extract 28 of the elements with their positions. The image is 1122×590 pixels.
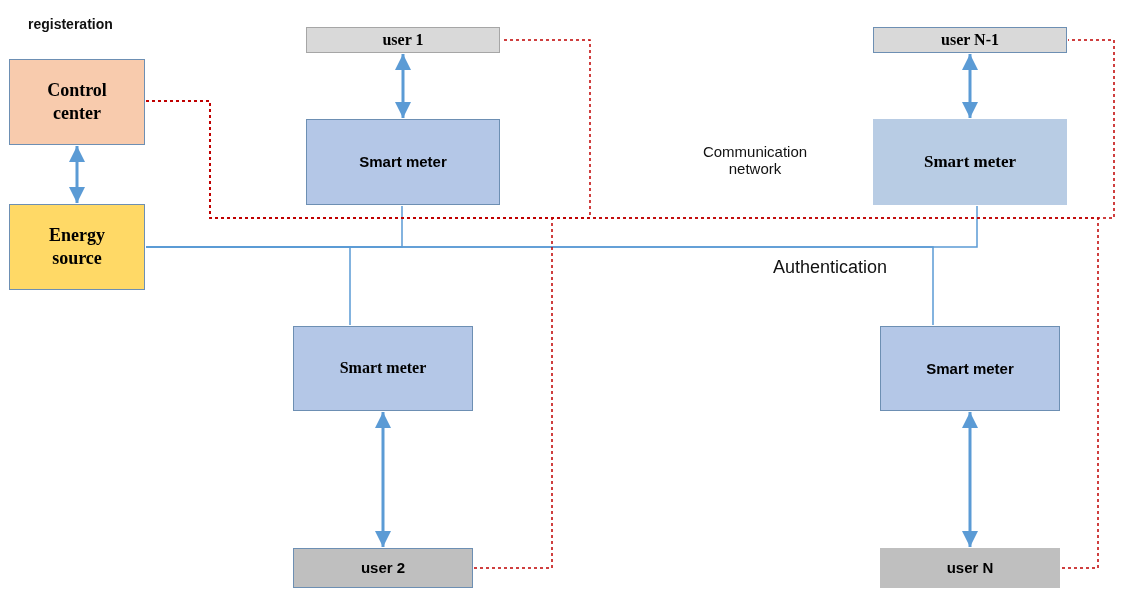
double-arrow [962, 412, 978, 547]
energy-source-box [9, 204, 145, 290]
double-arrow [962, 54, 978, 118]
annotation-text: Authentication [771, 257, 889, 278]
node-label: Smart meter [924, 150, 1016, 173]
smart-meter-box [873, 119, 1067, 205]
user-box [306, 27, 500, 53]
user-box [873, 27, 1067, 53]
heading-text: registeration [28, 16, 114, 32]
smart-meter-box [293, 326, 473, 411]
smart-meter-box [880, 326, 1060, 411]
node-label: user N [946, 558, 994, 578]
double-arrow [395, 54, 411, 118]
smart-meter-box [306, 119, 500, 205]
node-label: Smart meter [339, 358, 427, 379]
user-box [293, 548, 473, 588]
control-center-box [9, 59, 145, 145]
node-label: Energy source [48, 223, 106, 270]
node-label: user 2 [360, 558, 406, 578]
double-arrow [69, 146, 85, 203]
node-label: user 1 [382, 29, 424, 50]
double-arrow [375, 412, 391, 547]
network-label: Communication network [701, 143, 809, 177]
node-label: Control center [46, 78, 108, 125]
node-label: Smart meter [926, 358, 1014, 379]
user-box [880, 548, 1060, 588]
node-label: Smart meter [359, 152, 447, 172]
node-label: user N-1 [941, 29, 999, 50]
